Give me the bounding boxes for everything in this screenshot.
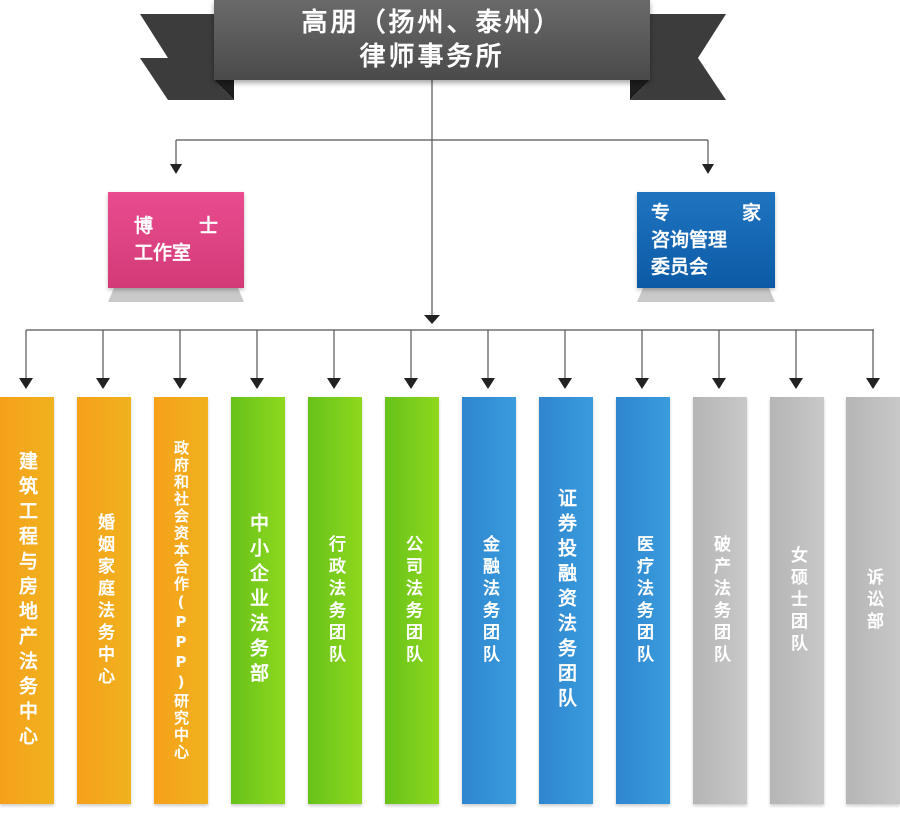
expert-committee-box: 专 家 咨询管理 委员会 [637, 192, 775, 288]
arrow-dept-10 [712, 378, 726, 389]
dept-label: 中小企业法务部 [247, 513, 269, 688]
phd-box-fold [108, 288, 244, 302]
dept-sme-legal: 中小企业法务部 [231, 397, 285, 804]
arrow-expert [702, 164, 714, 174]
title-fold-right [630, 80, 650, 100]
arrow-dept-7 [481, 378, 495, 389]
arrow-dept-6 [404, 378, 418, 389]
phd-studio-box: 博 士 工作室 [108, 192, 244, 288]
dept-label: 破产法务团队 [710, 534, 730, 667]
arrow-dept-12 [866, 378, 880, 389]
dept-label: 婚姻家庭法务中心 [94, 512, 114, 689]
firm-title-line2: 律师事务所 [359, 42, 505, 72]
expert-box-line2: 咨询管理 [651, 228, 728, 251]
firm-title-line1: 高朋（扬州、泰州） [301, 8, 563, 38]
arrow-dept-5 [327, 378, 341, 389]
arrow-dept-2 [96, 378, 110, 389]
arrow-dept-9 [635, 378, 649, 389]
dept-female-masters: 女硕士团队 [770, 397, 824, 804]
dept-medical-legal: 医疗法务团队 [616, 397, 670, 804]
dept-marriage-family: 婚姻家庭法务中心 [77, 397, 131, 804]
dept-bankruptcy-legal: 破产法务团队 [693, 397, 747, 804]
arrow-dept-4 [250, 378, 264, 389]
dept-label: 行政法务团队 [325, 534, 345, 667]
phd-box-line2: 工作室 [134, 242, 192, 264]
dept-construction-realestate: 建筑工程与房地产法务中心 [0, 397, 54, 804]
dept-label: 证券投融资法务团队 [555, 488, 577, 713]
dept-label: 公司法务团队 [402, 534, 422, 667]
dept-administrative-legal: 行政法务团队 [308, 397, 362, 804]
arrow-dept-11 [789, 378, 803, 389]
dept-label: 女硕士团队 [787, 545, 807, 656]
expert-box-char2: 家 [741, 201, 761, 224]
dept-label: 金融法务团队 [479, 534, 499, 667]
title-ribbon-left [140, 14, 234, 100]
arrow-phd [170, 164, 182, 174]
dept-ppp-research: 政府和社会资本合作(PPP)研究中心 [154, 397, 208, 804]
dept-label: 政府和社会资本合作(PPP)研究中心 [172, 440, 190, 761]
title-ribbon-right [630, 14, 726, 100]
expert-box-line3: 委员会 [651, 255, 709, 278]
dept-securities-investment: 证券投融资法务团队 [539, 397, 593, 804]
dept-label: 医疗法务团队 [633, 534, 653, 667]
dept-litigation: 诉讼部 [846, 397, 900, 804]
expert-box-char1: 专 [651, 201, 671, 224]
arrow-dept-8 [558, 378, 572, 389]
title-fold-left [214, 80, 234, 100]
expert-box-fold [637, 288, 775, 302]
dept-corporate-legal: 公司法务团队 [385, 397, 439, 804]
firm-title-banner: 高朋（扬州、泰州） 律师事务所 [214, 0, 650, 80]
phd-box-char1: 博 [134, 215, 154, 237]
dept-label: 建筑工程与房地产法务中心 [16, 450, 38, 751]
phd-box-char2: 士 [198, 215, 218, 237]
arrow-main-down [424, 315, 440, 324]
arrow-dept-3 [173, 378, 187, 389]
dept-finance-legal: 金融法务团队 [462, 397, 516, 804]
dept-label: 诉讼部 [863, 567, 883, 634]
arrow-dept-1 [19, 378, 33, 389]
